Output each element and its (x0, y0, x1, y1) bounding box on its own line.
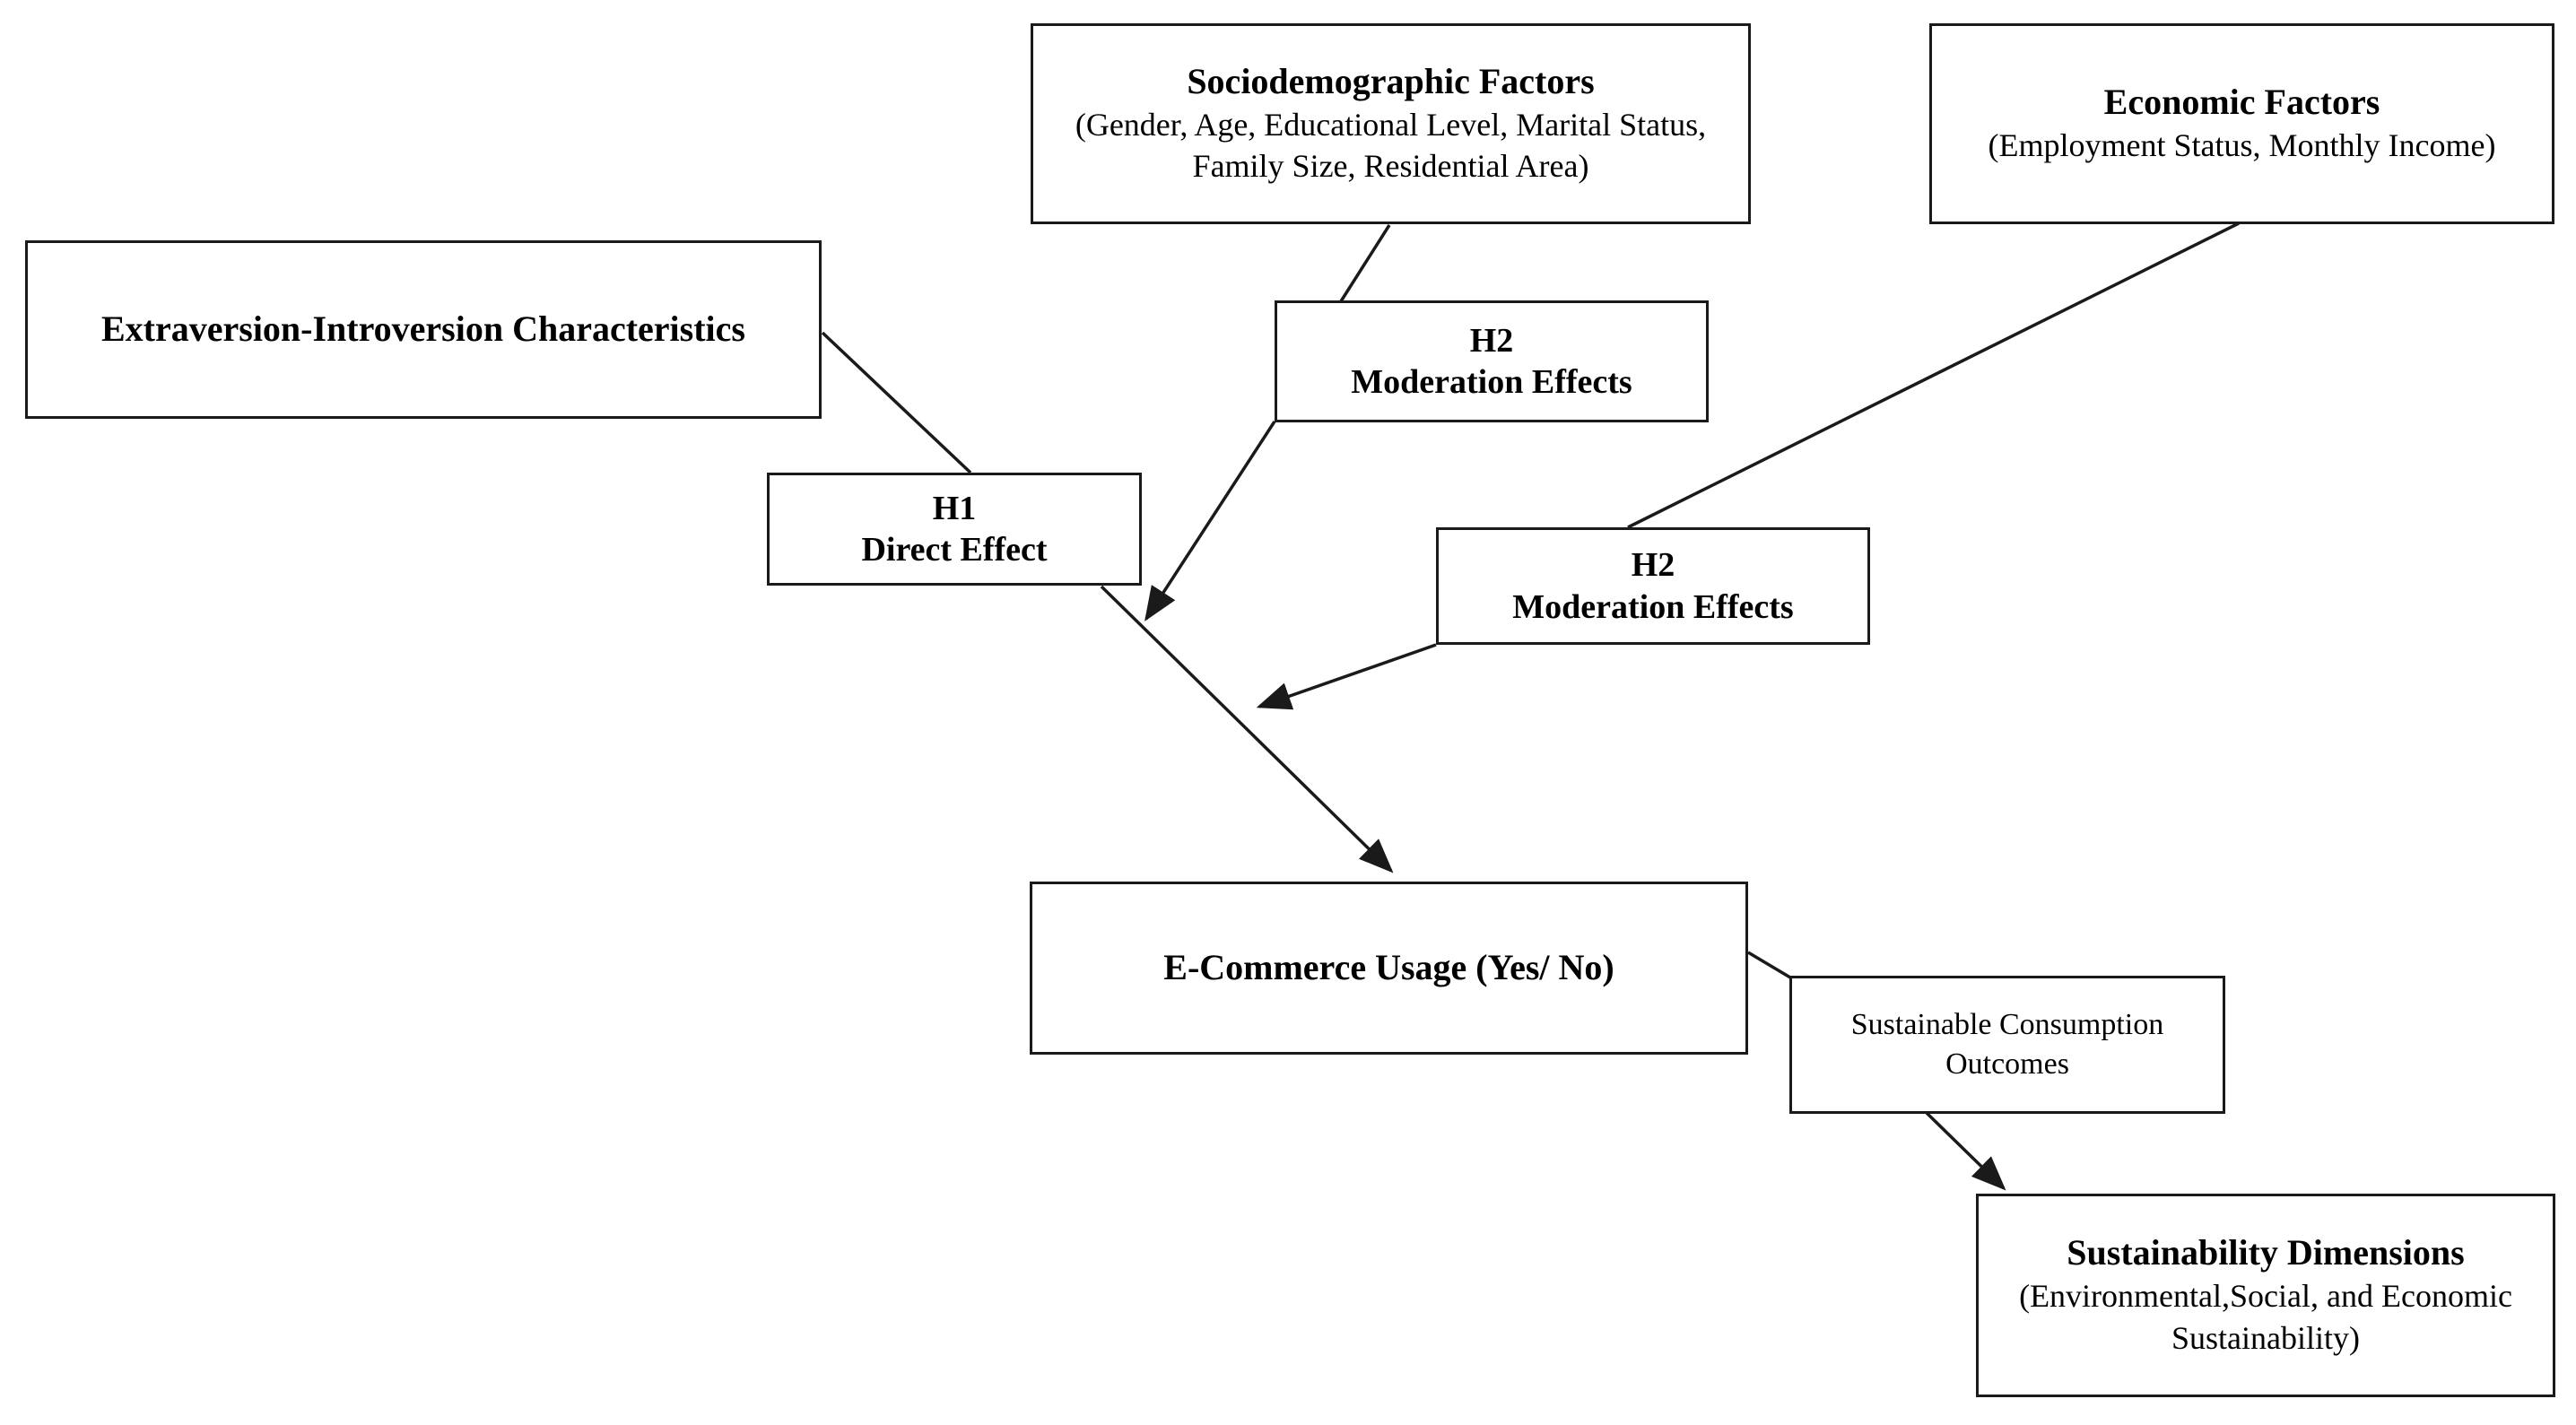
node-economic-factors[interactable]: Economic Factors (Employment Status, Mon… (1929, 23, 2554, 224)
node-h2-moderation-effects-sociodemographic[interactable]: H2 Moderation Effects (1275, 300, 1709, 422)
node-subtitle: (Gender, Age, Educational Level, Marital… (1075, 106, 1707, 185)
node-ecommerce-usage[interactable]: E-Commerce Usage (Yes/ No) (1030, 882, 1748, 1055)
node-sociodemographic-factors[interactable]: Sociodemographic Factors (Gender, Age, E… (1031, 23, 1751, 224)
node-title-line2: Outcomes (1945, 1047, 2069, 1081)
node-title-line1: H1 (932, 489, 977, 527)
edge-economic-to-h2-econ (1627, 222, 2240, 529)
node-title-line1: H2 (1631, 546, 1675, 585)
edge-ecommerce-to-sustainable-consumption (1747, 951, 1791, 979)
node-title-line2: Direct Effect (861, 531, 1048, 569)
edge-extraversion-to-h1 (821, 331, 972, 474)
node-h2-moderation-effects-economic[interactable]: H2 Moderation Effects (1436, 527, 1870, 645)
node-subtitle: (Employment Status, Monthly Income) (1988, 127, 2496, 163)
node-h1-direct-effect[interactable]: H1 Direct Effect (767, 473, 1142, 586)
edge-sustainable-consumption-to-sustainability-dimensions (1925, 1111, 2006, 1191)
node-sustainability-dimensions[interactable]: Sustainability Dimensions (Environmental… (1976, 1194, 2555, 1397)
node-title-line2: Moderation Effects (1512, 587, 1794, 626)
node-extraversion-introversion-characteristics[interactable]: Extraversion-Introversion Characteristic… (25, 240, 822, 419)
node-title-line1: Sustainable Consumption (1850, 1007, 2164, 1041)
edge-sociodemographic-to-h2-socio (1339, 224, 1391, 302)
node-title: Economic Factors (2103, 82, 2380, 123)
node-title: Extraversion-Introversion Characteristic… (100, 308, 745, 350)
edge-h2-socio-to-ecommerce-path (1144, 421, 1276, 621)
node-title: E-Commerce Usage (Yes/ No) (1163, 947, 1614, 988)
node-title: Sociodemographic Factors (1187, 60, 1595, 101)
node-title: Sustainability Dimensions (2067, 1232, 2465, 1273)
node-title-line2: Moderation Effects (1351, 363, 1632, 401)
edge-h2-econ-to-ecommerce-path (1256, 643, 1437, 710)
node-sustainable-consumption-outcomes[interactable]: Sustainable Consumption Outcomes (1789, 976, 2225, 1114)
node-title-line1: H2 (1469, 321, 1514, 360)
edge-h1-to-ecommerce (1100, 585, 1394, 873)
node-subtitle: (Environmental,Social, and Economic Sust… (2019, 1278, 2512, 1356)
